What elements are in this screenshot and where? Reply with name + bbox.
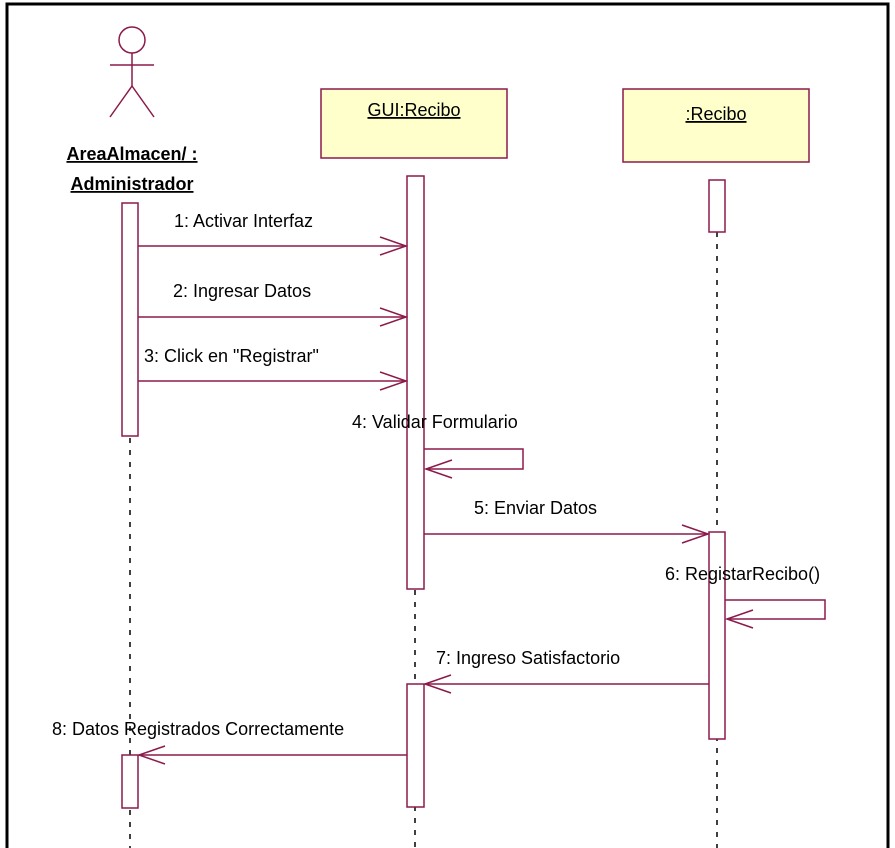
activation-actor-1 (121, 202, 139, 437)
message-1-arrowhead-icon (379, 236, 409, 256)
message-1-label: 1: Activar Interfaz (174, 211, 313, 231)
object-label-recibo: :Recibo (685, 104, 746, 124)
message-6-self-arrow (725, 599, 826, 620)
message-2-label: 2: Ingresar Datos (173, 281, 311, 301)
activation-gui-recibo-2 (406, 683, 425, 808)
message-4-self-arrow (424, 448, 524, 470)
activation-recibo-1 (708, 179, 726, 233)
message-3-label: 3: Click en "Registrar" (144, 346, 319, 366)
activation-actor-2 (121, 754, 139, 809)
actor-name-line1: AreaAlmacen/ : (66, 144, 197, 164)
actor-name-line2: Administrador (70, 174, 193, 194)
message-7-label: 7: Ingreso Satisfactorio (436, 648, 620, 668)
diagram-frame (5, 2, 890, 848)
message-6-label: 6: RegistarRecibo() (665, 564, 820, 584)
activation-recibo-2 (708, 531, 726, 740)
message-8-arrowhead-icon (136, 745, 166, 765)
object-box-gui-recibo (320, 88, 508, 159)
message-2-arrowhead-icon (379, 307, 409, 327)
object-box-recibo (622, 88, 810, 163)
message-7-arrowhead-icon (422, 674, 452, 694)
message-5-arrowhead-icon (681, 524, 711, 544)
message-4-label: 4: Validar Formulario (352, 412, 518, 432)
object-label-gui-recibo: GUI:Recibo (367, 100, 460, 120)
message-3-arrowhead-icon (379, 371, 409, 391)
message-8-label: 8: Datos Registrados Correctamente (52, 719, 344, 739)
message-5-label: 5: Enviar Datos (474, 498, 597, 518)
message-4-arrowhead-icon (423, 459, 453, 479)
message-6-arrowhead-icon (724, 609, 754, 629)
actor-figure-icon (109, 26, 155, 118)
activation-gui-recibo-1 (406, 175, 425, 590)
